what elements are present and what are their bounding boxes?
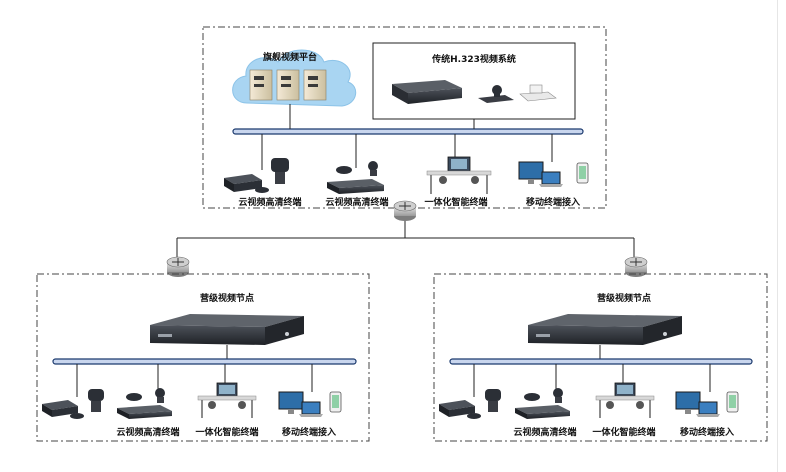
terminal-label: 云视频高清终端 — [325, 196, 388, 208]
terminal-label: 云视频高清终端 — [238, 196, 301, 208]
terminal-label: 一体化智能终端 — [195, 426, 258, 438]
microphone-icon — [336, 166, 352, 174]
server-icon — [249, 69, 273, 101]
page-edge-line — [777, 0, 778, 472]
mcu-device-icon — [392, 80, 462, 104]
mobile-access-device — [278, 391, 342, 417]
terminal-label: 移动终端接入 — [680, 426, 734, 438]
microphone-icon — [70, 413, 84, 419]
node-title: 营级视频节点 — [200, 292, 254, 304]
hd-terminal-device — [42, 389, 104, 419]
node-server-icon — [150, 314, 304, 345]
legacy-system-frame — [372, 42, 576, 120]
hd-terminal-device — [327, 161, 384, 194]
camera-icon — [368, 161, 378, 171]
terminal-label: 移动终端接入 — [526, 196, 580, 208]
node-network-bus — [449, 358, 753, 365]
hd-terminal-device — [439, 389, 501, 419]
chair-icon — [471, 176, 479, 184]
battalion-node-region — [433, 273, 768, 442]
camera-icon — [155, 388, 165, 398]
microphone-icon — [255, 187, 269, 193]
node-network-bus — [52, 358, 357, 365]
desk-icon — [197, 395, 257, 401]
terminal-label: 一体化智能终端 — [424, 196, 487, 208]
chair-icon — [439, 176, 447, 184]
mobile-access-device — [518, 161, 589, 187]
router-icon — [624, 256, 648, 277]
ptz-camera-icon — [88, 389, 104, 401]
integrated-terminal-device — [197, 382, 257, 418]
camera-codec-icon — [478, 85, 514, 103]
terminal-label: 云视频高清终端 — [116, 426, 179, 438]
terminal-label: 移动终端接入 — [282, 426, 336, 438]
camera-icon — [553, 388, 563, 398]
laptop-icon — [301, 401, 321, 415]
server-icon — [276, 69, 300, 101]
terminal-label: 云视频高清终端 — [513, 426, 576, 438]
chair-icon — [636, 401, 644, 409]
chair-icon — [606, 401, 614, 409]
desk-icon — [595, 395, 655, 401]
ptz-camera-icon — [485, 389, 501, 401]
desk-icon — [426, 170, 492, 176]
microphone-icon — [126, 393, 142, 401]
mobile-access-device — [675, 391, 739, 417]
microphone-icon — [467, 413, 481, 419]
hd-terminal-device — [515, 388, 570, 419]
hd-terminal-device — [224, 158, 289, 193]
monitor-icon — [518, 161, 544, 180]
microphone-icon — [524, 393, 540, 401]
server-icon — [303, 69, 327, 101]
chair-icon — [238, 401, 246, 409]
legacy-system-label: 传统H.323视频系统 — [431, 53, 516, 65]
battalion-node-region — [36, 273, 370, 442]
integrated-terminal-device — [595, 382, 655, 418]
hd-terminal-device — [117, 388, 172, 419]
chair-icon — [208, 401, 216, 409]
integrated-terminal-device — [426, 156, 492, 194]
phone-terminal-icon — [519, 84, 557, 102]
cloud-platform-label: 旗舰视频平台 — [263, 51, 317, 63]
hq-network-bus — [232, 128, 584, 135]
node-title: 营级视频节点 — [597, 292, 651, 304]
node-server-icon — [528, 314, 682, 345]
monitor-icon — [675, 391, 701, 410]
laptop-icon — [541, 171, 561, 185]
monitor-icon — [278, 391, 304, 410]
router-icon — [393, 200, 417, 221]
ptz-camera-icon — [271, 158, 289, 172]
terminal-label: 一体化智能终端 — [592, 426, 655, 438]
legacy-h323-system: 传统H.323视频系统 — [372, 42, 576, 120]
cloud-platform: 旗舰视频平台 — [232, 49, 357, 107]
laptop-icon — [698, 401, 718, 415]
